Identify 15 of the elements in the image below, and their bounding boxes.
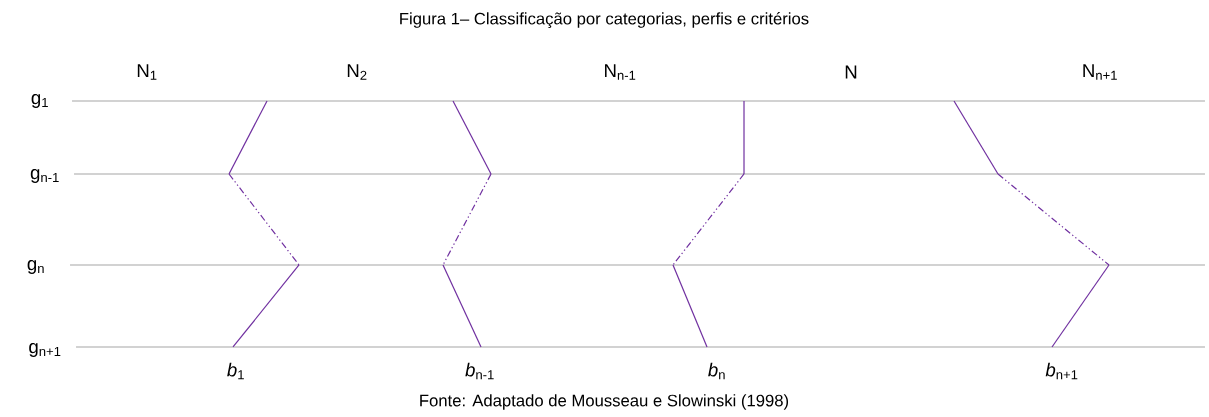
- category-label: N$_{1}$: [137, 64, 157, 80]
- criterion-label: g$_{n-1}$: [30, 169, 59, 183]
- profile-label: b$_{n}$: [708, 362, 725, 380]
- figure-title: Figura 1– Classificação por categorias, perfis e critérios: [400, 12, 809, 28]
- criterion-label: g$_{n}$: [27, 260, 44, 274]
- profile-label: b$_{1}$: [227, 362, 244, 380]
- criterion-label: g$_{1}$: [31, 94, 48, 108]
- category-label: N$_{n-1}$: [605, 64, 636, 80]
- source-caption: Fonte: Adaptado de Mousseau e Slowinski (1998): [420, 394, 789, 410]
- category-label: N: [845, 65, 857, 79]
- criterion-label: g$_{n+1}$: [29, 343, 61, 357]
- profile-label: b$_{n-1}$: [465, 362, 494, 380]
- profile-label: b$_{n+1}$: [1045, 362, 1078, 380]
- category-label: N$_{2}$: [347, 64, 367, 80]
- category-label: N$_{n+1}$: [1083, 64, 1117, 80]
